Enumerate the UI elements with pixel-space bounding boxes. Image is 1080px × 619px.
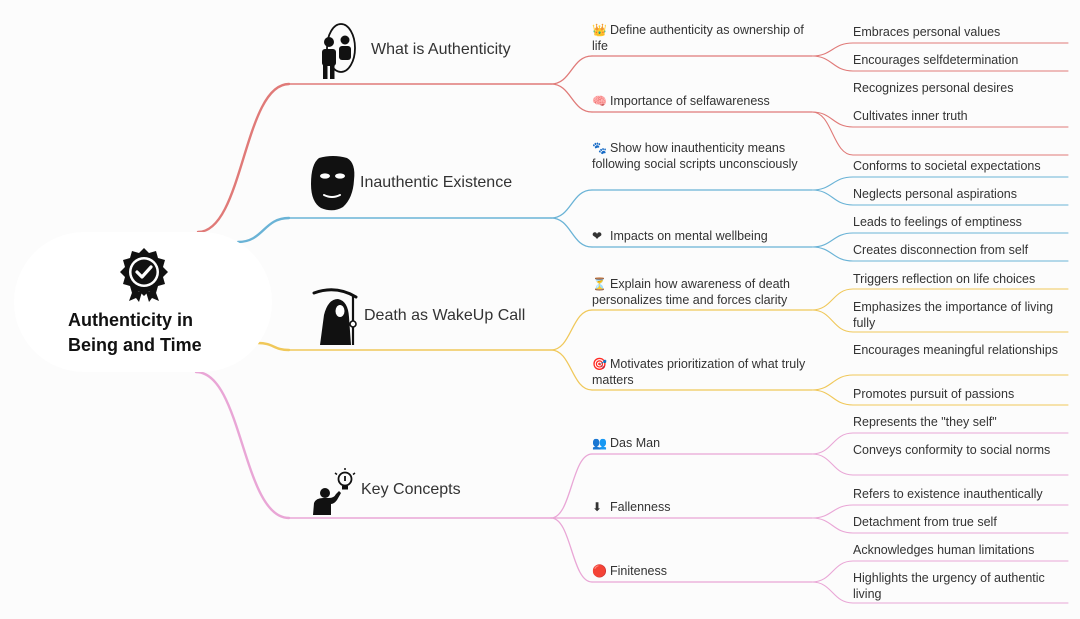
leaf-item[interactable]: Acknowledges human limitations: [853, 543, 1035, 557]
leaf-item[interactable]: Creates disconnection from self: [853, 243, 1029, 257]
crown-icon: 👑: [592, 23, 607, 37]
leaf-connector: [811, 189, 854, 206]
leaf-connector: [811, 176, 854, 191]
branch-connector: [194, 370, 291, 520]
leaf-connector: [811, 374, 854, 391]
mask-icon: [309, 154, 357, 219]
subtopic-text: Finiteness: [610, 564, 667, 578]
subtopic-finiteness[interactable]: 🔴Finiteness: [592, 563, 807, 579]
subtopic-text: Fallenness: [610, 500, 671, 514]
leaf-connector: [811, 55, 854, 72]
leaf-item[interactable]: Recognizes personal desires: [853, 81, 1014, 95]
branch-what-is-authenticity[interactable]: What is Authenticity: [371, 41, 511, 58]
leaf-connector: [811, 309, 854, 333]
subtopic-das-man[interactable]: 👥Das Man: [592, 435, 807, 451]
leaf-item[interactable]: Highlights the urgency of authentic livi…: [853, 571, 1045, 601]
branch-connector: [196, 82, 291, 234]
subtopic-text: Define authenticity as ownership of life: [592, 23, 804, 53]
subtopic-text: Impacts on mental wellbeing: [610, 229, 768, 243]
leaf-connector: [811, 111, 854, 156]
subtopic-connector: [550, 217, 593, 248]
leaf-connector: [811, 504, 854, 519]
two-people-icon: [316, 22, 358, 87]
leaf-connector: [811, 517, 854, 534]
leaf-item[interactable]: Cultivates inner truth: [853, 109, 968, 123]
subtopic-connector: [550, 189, 593, 219]
subtopic-awareness-of-death[interactable]: ⏳Explain how awareness of death personal…: [592, 276, 807, 308]
idea-person-icon: [309, 467, 359, 522]
leaf-connector: [811, 581, 854, 604]
subtopic-text: Motivates prioritization of what truly m…: [592, 357, 806, 387]
brain-icon: 🧠: [592, 94, 607, 108]
down-arrow-icon: ⬇: [592, 500, 603, 514]
leaf-connector: [811, 389, 854, 406]
leaf-connector: [811, 560, 854, 583]
leaf-item[interactable]: Conforms to societal expectations: [853, 159, 1041, 173]
heart-icon: ❤: [592, 229, 603, 243]
paw-prints-icon: 🐾: [592, 141, 607, 155]
subtopic-prioritization[interactable]: 🎯Motivates prioritization of what truly …: [592, 356, 807, 388]
branch-connector: [236, 216, 291, 244]
subtopic-fallenness[interactable]: ⬇ Fallenness: [592, 499, 807, 515]
people-icon: 👥: [592, 436, 607, 450]
leaf-item[interactable]: Refers to existence inauthentically: [853, 487, 1043, 501]
branch-inauthentic-existence[interactable]: Inauthentic Existence: [360, 174, 513, 191]
branch-key-concepts[interactable]: Key Concepts: [361, 481, 461, 498]
hourglass-icon: ⏳: [592, 277, 607, 291]
subtopic-text: Show how inauthenticity means following …: [592, 141, 798, 171]
subtopic-selfawareness[interactable]: 🧠Importance of selfawareness: [592, 93, 807, 109]
leaf-item[interactable]: Leads to feelings of emptiness: [853, 215, 1022, 229]
branch-connector: [256, 341, 291, 352]
badge-check-icon: [118, 246, 170, 307]
leaf-item[interactable]: Conveys conformity to social norms: [853, 443, 1051, 457]
leaf-connector: [811, 453, 854, 476]
subtopic-define-authenticity[interactable]: 👑Define authenticity as ownership of lif…: [592, 22, 807, 54]
leaf-item[interactable]: Embraces personal values: [853, 25, 1001, 39]
central-topic-title: Authenticity in Being and Time: [68, 310, 202, 355]
leaf-connector: [811, 288, 854, 311]
leaf-item[interactable]: Emphasizes the importance of living full…: [853, 300, 1054, 330]
subtopic-connector: [550, 309, 593, 351]
subtopic-social-scripts[interactable]: 🐾Show how inauthenticity means following…: [592, 140, 807, 172]
leaf-item[interactable]: Represents the "they self": [853, 415, 997, 429]
subtopic-connector: [550, 517, 593, 583]
subtopic-connector: [550, 83, 593, 113]
leaf-item[interactable]: Promotes pursuit of passions: [853, 387, 1015, 401]
leaf-connector: [811, 432, 854, 455]
leaf-connector: [811, 42, 854, 57]
leaf-item[interactable]: Detachment from true self: [853, 515, 997, 529]
grim-reaper-icon: [310, 287, 360, 352]
leaf-connector: [811, 111, 854, 128]
subtopic-text: Importance of selfawareness: [610, 94, 770, 108]
subtopic-mental-wellbeing[interactable]: ❤ Impacts on mental wellbeing: [592, 228, 807, 244]
leaf-connector: [811, 246, 854, 262]
leaf-item[interactable]: Encourages selfdetermination: [853, 53, 1019, 67]
red-circle-icon: 🔴: [592, 564, 607, 578]
subtopic-connector: [550, 349, 593, 391]
leaf-item[interactable]: Neglects personal aspirations: [853, 187, 1017, 201]
subtopic-text: Explain how awareness of death personali…: [592, 277, 790, 307]
subtopic-text: Das Man: [610, 436, 661, 450]
leaf-item[interactable]: Triggers reflection on life choices: [853, 272, 1036, 286]
branch-death-as-wakeup-call[interactable]: Death as WakeUp Call: [364, 307, 526, 324]
subtopic-connector: [550, 453, 593, 519]
leaf-connector: [811, 232, 854, 248]
target-icon: 🎯: [592, 357, 607, 371]
subtopic-connector: [550, 55, 593, 85]
leaf-item[interactable]: Encourages meaningful relationships: [853, 343, 1058, 357]
